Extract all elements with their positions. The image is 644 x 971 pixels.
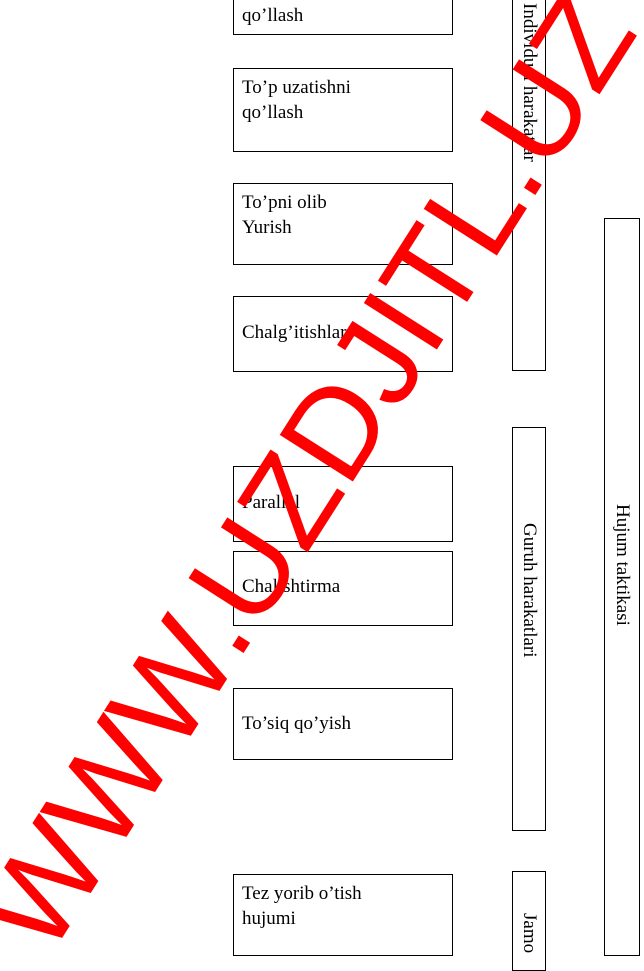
category-team-label: Jamo [519,913,540,954]
category-attack-tactics-label: Hujum taktikasi [612,504,633,626]
box-parallel: Parallel [233,466,453,542]
category-individual: Individual harakatlar [512,0,546,371]
box-screen: To’siq qo’yish [233,688,453,760]
category-team: Jamo [512,871,546,971]
box-passing: To’p uzatishni qo’llash [233,68,453,152]
category-group-label: Guruh harakatlari [519,523,540,658]
box-dribbling: To’pni olib Yurish [233,183,453,265]
box-fast-break: Tez yorib o’tish hujumi [233,874,453,956]
box-passing-partial: qo’llash [233,0,453,35]
category-attack-tactics: Hujum taktikasi [604,218,640,956]
category-individual-label: Individual harakatlar [519,3,540,162]
category-group: Guruh harakatlari [512,427,546,831]
box-crossing: Chalishtirma [233,551,453,626]
box-feints: Chalg’itishlar [233,296,453,372]
